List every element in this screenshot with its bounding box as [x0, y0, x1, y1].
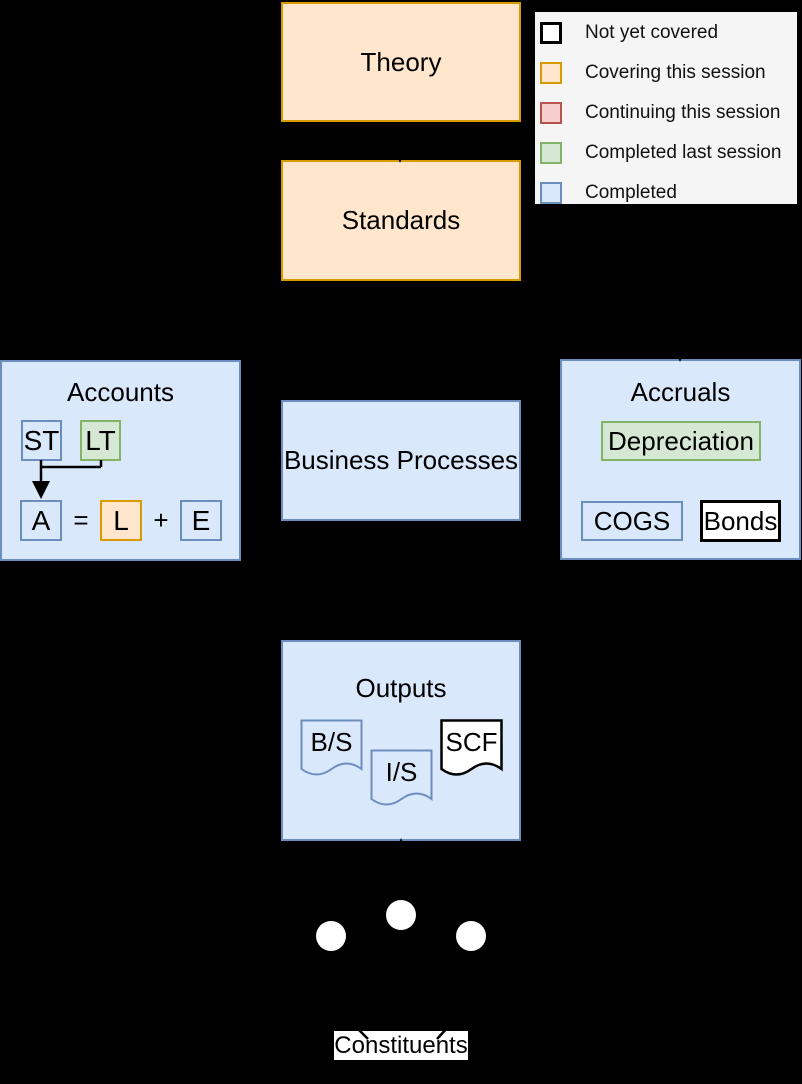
income-statement-label: I/S — [385, 757, 418, 787]
legend-label: Completed last session — [585, 142, 782, 163]
legend-row-completed: Completed — [535, 181, 797, 205]
legend-row-continuing: Continuing this session — [535, 101, 797, 125]
balance-sheet-document: B/S — [300, 719, 363, 781]
legend-label: Completed — [585, 182, 677, 203]
legend-row-completed-last: Completed last session — [535, 141, 797, 165]
equals-operator: = — [73, 505, 89, 535]
continuing-swatch — [540, 102, 562, 124]
assets-box: A — [20, 500, 62, 541]
long-term-box: LT — [80, 420, 121, 461]
income-statement-document: I/S — [370, 749, 433, 811]
cash-flow-statement-document: SCF — [440, 719, 503, 781]
constituents-label: Constituents — [334, 1031, 468, 1060]
theory-node: Theory — [281, 2, 521, 122]
actor-head-left — [316, 921, 346, 951]
depreciation-box: Depreciation — [601, 421, 761, 461]
document-shape — [440, 719, 503, 776]
equity-box: E — [180, 500, 222, 541]
short-term-label: ST — [23, 424, 60, 456]
legend-label: Continuing this session — [585, 102, 781, 123]
legend-row-not-yet-covered: Not yet covered — [535, 21, 797, 45]
legend: Not yet covered Covering this session Co… — [535, 12, 797, 204]
standards-node: Standards — [281, 160, 521, 281]
liabilities-label: L — [113, 504, 129, 536]
theory-label: Theory — [360, 46, 442, 77]
short-term-box: ST — [21, 420, 62, 461]
outputs-label: Outputs — [355, 673, 447, 703]
bonds-box: Bonds — [700, 500, 781, 542]
business-processes-label: Business Processes — [283, 445, 519, 475]
cogs-label: COGS — [593, 505, 671, 536]
legend-row-covering: Covering this session — [535, 61, 797, 85]
completed-last-swatch — [540, 142, 562, 164]
depreciation-label: Depreciation — [608, 425, 754, 456]
legend-label: Covering this session — [585, 62, 766, 83]
plus-operator: + — [153, 505, 169, 535]
long-term-label: LT — [85, 424, 116, 456]
liabilities-box: L — [100, 500, 142, 541]
assets-label: A — [31, 504, 51, 536]
business-processes-node: Business Processes — [281, 400, 521, 521]
legend-label: Not yet covered — [585, 22, 719, 43]
actor-head-right — [456, 921, 486, 951]
accruals-label: Accruals — [630, 377, 731, 407]
standards-label: Standards — [341, 205, 461, 235]
covering-swatch — [540, 62, 562, 84]
cash-flow-statement-label: SCF — [445, 727, 498, 757]
actor-head-middle — [386, 900, 416, 930]
accounts-label: Accounts — [67, 377, 174, 407]
document-shape — [370, 749, 433, 806]
equity-label: E — [191, 504, 211, 536]
completed-swatch — [540, 182, 562, 204]
document-shape — [300, 719, 363, 776]
balance-sheet-label: B/S — [310, 727, 353, 757]
bonds-label: Bonds — [703, 505, 778, 536]
cogs-box: COGS — [581, 501, 683, 541]
not-yet-covered-swatch — [540, 22, 562, 44]
